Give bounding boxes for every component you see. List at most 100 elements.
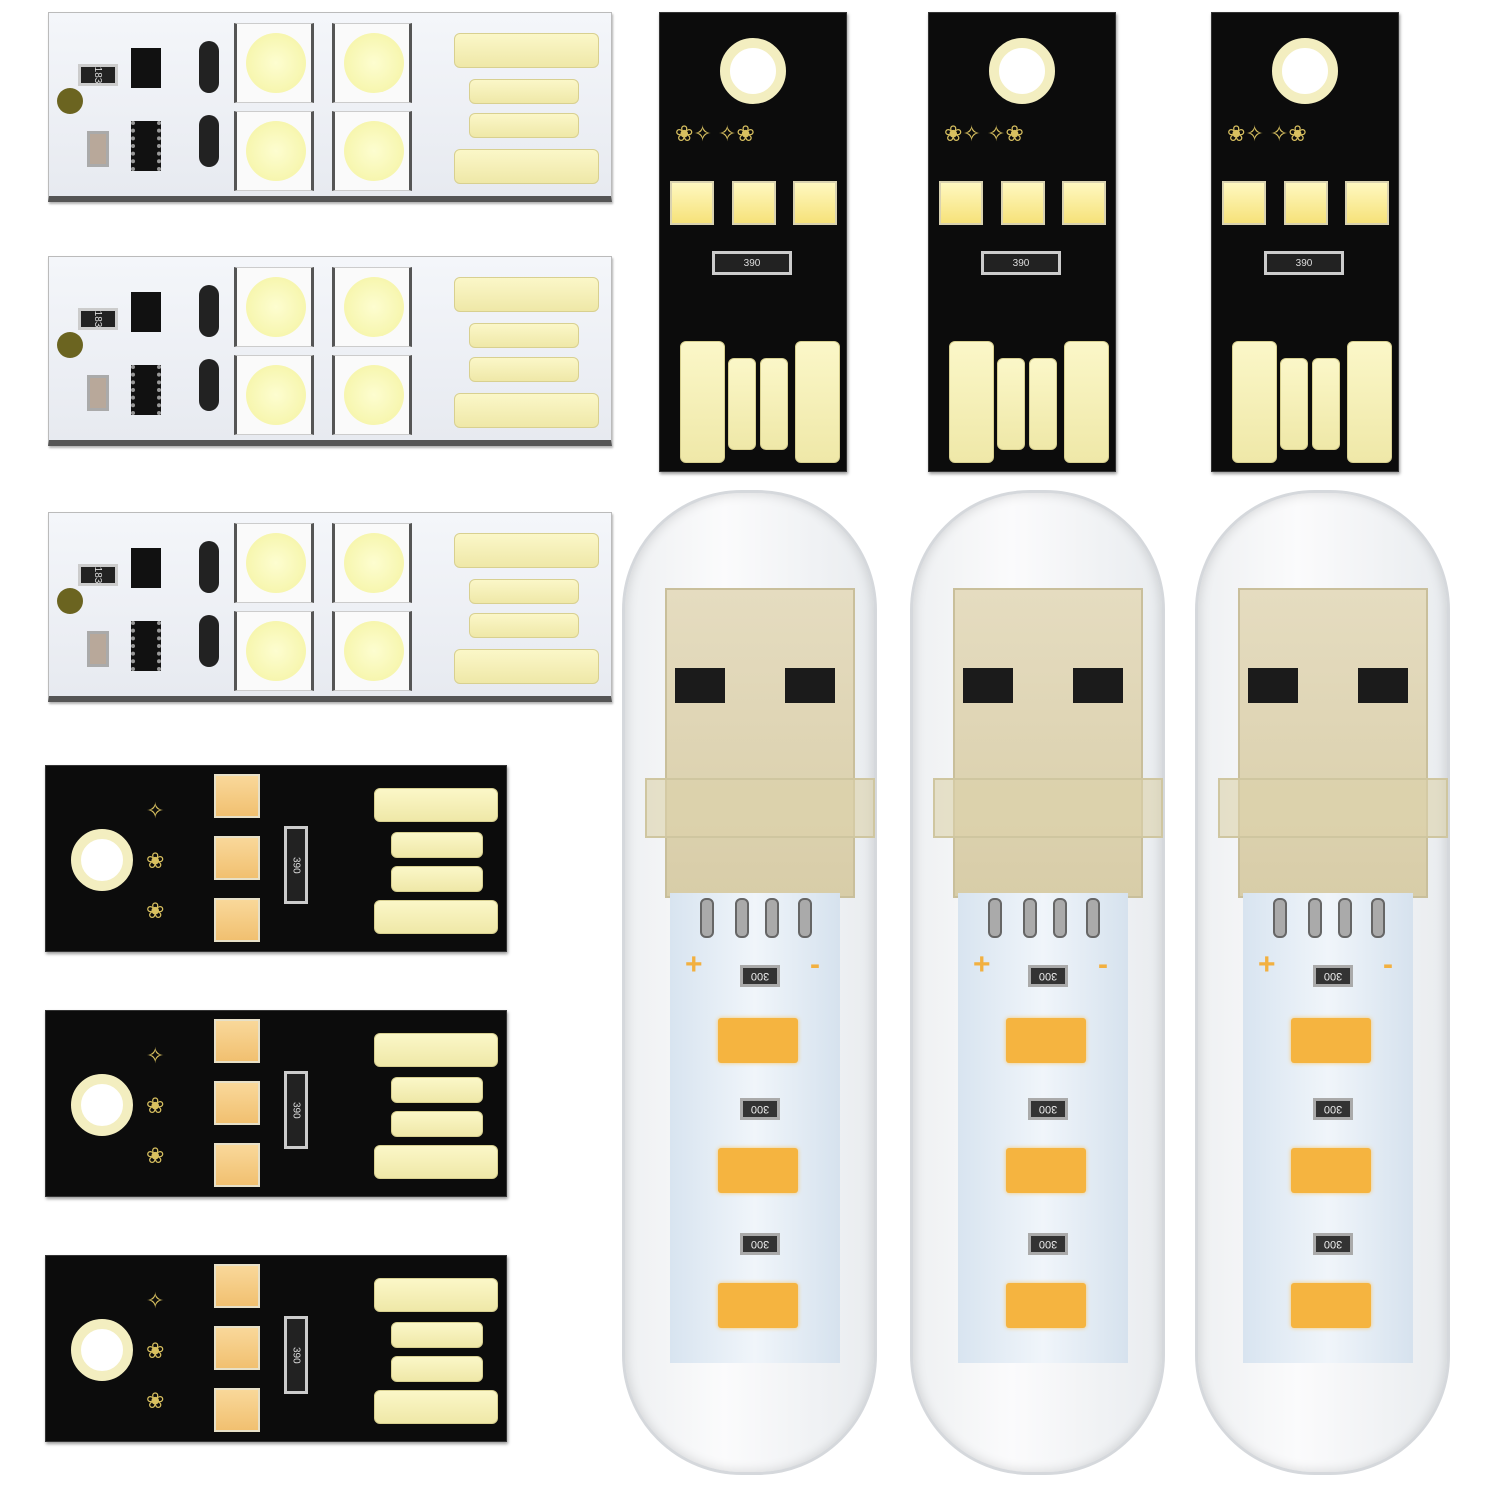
usb-contact — [391, 1356, 483, 1382]
usb-contact — [454, 533, 599, 568]
led-emitter — [246, 277, 306, 337]
usb-contact — [391, 1077, 483, 1103]
angel-devil-art: ✧ ❀ ❀ — [146, 1288, 165, 1413]
usb-contact — [374, 900, 498, 934]
usb-contact — [454, 393, 599, 428]
usb-contact — [374, 1033, 498, 1067]
plug-hole — [1073, 668, 1123, 703]
usb-pin — [988, 898, 1002, 938]
usb-contact — [728, 358, 756, 450]
led-chip — [732, 181, 776, 225]
usb-contact — [760, 358, 788, 450]
mount-hole — [71, 1319, 133, 1381]
minus-mark: - — [1383, 948, 1393, 981]
mount-hole — [1272, 38, 1338, 104]
resistor: 300 — [740, 1233, 780, 1255]
resistor: 183 — [78, 564, 118, 586]
usb-pin — [700, 898, 714, 938]
plus-mark: + — [1258, 948, 1276, 981]
switch-pad — [199, 285, 219, 337]
usb-contact — [1064, 341, 1109, 463]
angel-devil-art: ❀✧ ✧❀ — [675, 121, 755, 146]
led-chip — [234, 111, 314, 191]
led-chip — [1284, 181, 1328, 225]
led-chip — [214, 774, 260, 818]
led-chip — [718, 1283, 798, 1328]
plug-collar — [933, 778, 1163, 838]
plug-hole — [675, 668, 725, 703]
usb-plug — [953, 588, 1143, 898]
led-chip — [1222, 181, 1266, 225]
led-chip — [1345, 181, 1389, 225]
usb-pin — [798, 898, 812, 938]
usb-plug — [1238, 588, 1428, 898]
usb-contact — [1029, 358, 1057, 450]
led-emitter — [246, 33, 306, 93]
usb-contact — [374, 1390, 498, 1424]
usb-contact — [454, 149, 599, 184]
led-chip — [234, 523, 314, 603]
white-led-board: 183 — [48, 12, 612, 202]
led-chip — [1291, 1018, 1371, 1063]
mount-hole — [57, 88, 83, 114]
led-chip — [1291, 1148, 1371, 1193]
plug-hole — [1248, 668, 1298, 703]
usb-contact — [795, 341, 840, 463]
white-led-board: 183 — [48, 512, 612, 702]
led-emitter — [344, 621, 404, 681]
capacitor — [87, 131, 109, 167]
usb-contact — [391, 832, 483, 858]
mount-hole — [71, 1074, 133, 1136]
usb-contact — [469, 323, 579, 348]
led-chip — [1006, 1148, 1086, 1193]
usb-contact — [469, 113, 579, 138]
ic-chip — [131, 121, 161, 171]
angel-devil-art: ✧ ❀ ❀ — [146, 1043, 165, 1168]
mount-hole — [57, 588, 83, 614]
mount-hole — [57, 332, 83, 358]
black-horizontal-board: ✧ ❀ ❀390 — [45, 765, 507, 952]
angel-devil-art: ❀✧ ✧❀ — [1227, 121, 1307, 146]
usb-plug — [665, 588, 855, 898]
usb-contact — [949, 341, 994, 463]
led-chip — [214, 898, 260, 942]
switch-pad — [199, 541, 219, 593]
usb-contact — [997, 358, 1025, 450]
usb-contact — [1312, 358, 1340, 450]
usb-contact — [680, 341, 725, 463]
led-chip — [214, 1326, 260, 1370]
led-chip — [234, 267, 314, 347]
resistor: 390 — [1264, 251, 1344, 275]
minus-mark: - — [1098, 948, 1108, 981]
led-emitter — [344, 33, 404, 93]
resistor: 300 — [1313, 1233, 1353, 1255]
resistor: 390 — [284, 1316, 308, 1394]
led-chip — [718, 1018, 798, 1063]
resistor: 300 — [1313, 965, 1353, 987]
usb-pin — [1053, 898, 1067, 938]
usb-pin — [735, 898, 749, 938]
plug-collar — [1218, 778, 1448, 838]
usb-pin — [1371, 898, 1385, 938]
resistor: 300 — [740, 965, 780, 987]
resistor: 183 — [78, 308, 118, 330]
led-chip — [214, 1081, 260, 1125]
led-chip — [214, 1019, 260, 1063]
led-chip — [332, 23, 412, 103]
plug-collar — [645, 778, 875, 838]
led-emitter — [246, 533, 306, 593]
black-vertical-board: ❀✧ ✧❀390 — [659, 12, 847, 472]
led-emitter — [344, 365, 404, 425]
resistor: 300 — [1028, 965, 1068, 987]
led-chip — [214, 1388, 260, 1432]
resistor: 300 — [1028, 1098, 1068, 1120]
led-chip — [1006, 1018, 1086, 1063]
led-chip — [793, 181, 837, 225]
led-chip — [332, 111, 412, 191]
led-chip — [332, 267, 412, 347]
led-chip — [332, 523, 412, 603]
usb-contact — [469, 613, 579, 638]
transistor — [131, 548, 161, 588]
